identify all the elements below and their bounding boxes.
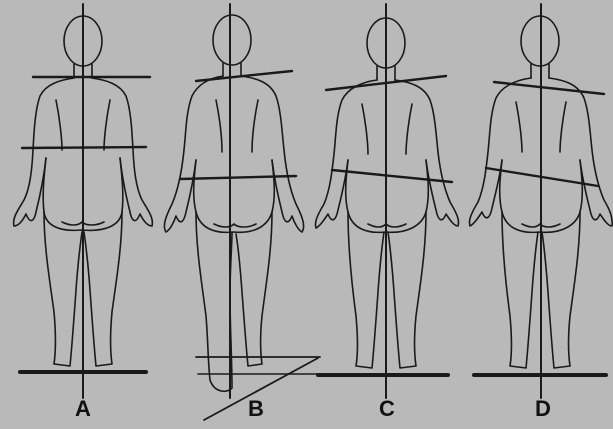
figure-b — [58, 0, 320, 420]
shoulder-line-d — [494, 82, 604, 94]
shoulder-line-b — [196, 71, 292, 81]
hip-line-a — [22, 147, 146, 148]
figure-label-b: B — [236, 396, 276, 422]
figure-c — [315, 4, 458, 398]
body-outline-b — [58, 0, 304, 391]
figure-a — [14, 4, 153, 398]
figure-label-d: D — [523, 396, 563, 422]
figure-d — [469, 4, 612, 398]
hip-line-b — [180, 176, 296, 179]
hip-line-c — [332, 170, 452, 182]
figure-label-c: C — [367, 396, 407, 422]
figure-label-a: A — [63, 396, 103, 422]
